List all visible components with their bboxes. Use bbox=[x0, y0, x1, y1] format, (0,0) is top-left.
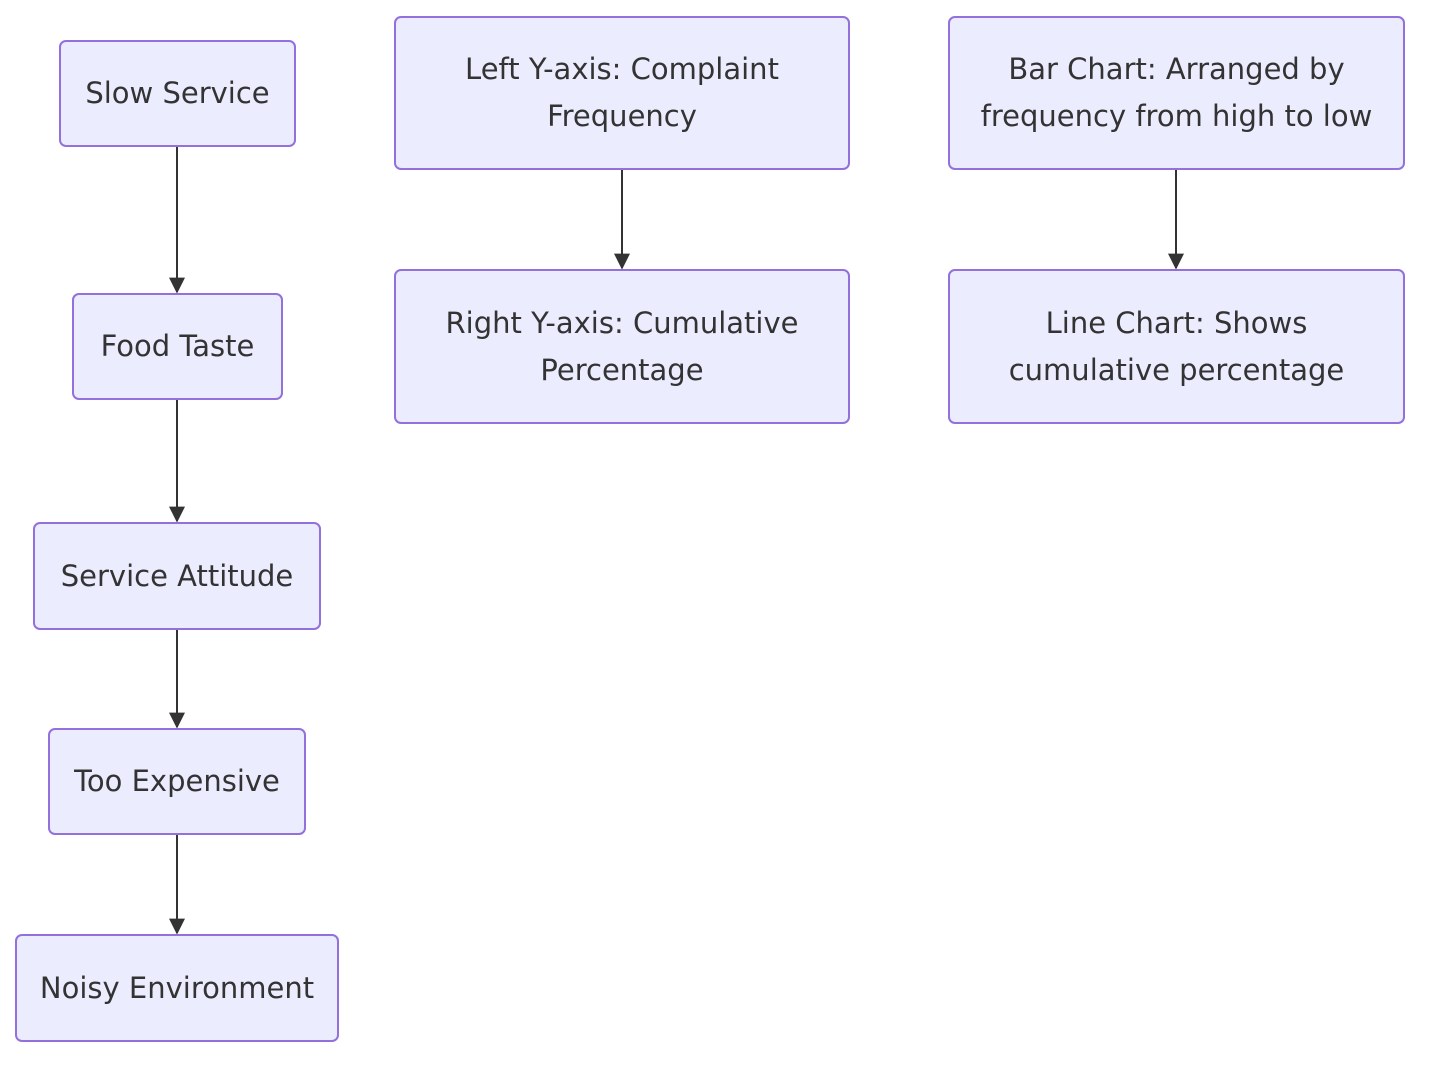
node-service-attitude[interactable]: Service Attitude bbox=[33, 522, 321, 630]
node-left-y-axis[interactable]: Left Y-axis: Complaint Frequency bbox=[394, 16, 850, 170]
node-food-taste-label: Food Taste bbox=[100, 329, 255, 363]
node-left-y-axis-label: Left Y-axis: Complaint Frequency bbox=[465, 52, 779, 133]
node-bar-chart-label: Bar Chart: Arranged by frequency from hi… bbox=[980, 52, 1373, 133]
node-noisy-environment[interactable]: Noisy Environment bbox=[15, 934, 339, 1042]
node-line-chart-label: Line Chart: Shows cumulative percentage bbox=[1008, 305, 1345, 387]
node-slow-service-label: Slow Service bbox=[85, 76, 270, 110]
node-too-expensive-label: Too Expensive bbox=[74, 764, 280, 798]
node-line-chart[interactable]: Line Chart: Shows cumulative percentage bbox=[948, 269, 1405, 424]
node-bar-chart[interactable]: Bar Chart: Arranged by frequency from hi… bbox=[948, 16, 1405, 170]
node-service-attitude-label: Service Attitude bbox=[60, 558, 294, 593]
node-slow-service[interactable]: Slow Service bbox=[59, 40, 296, 147]
node-right-y-axis[interactable]: Right Y-axis: Cumulative Percentage bbox=[394, 269, 850, 424]
node-right-y-axis-label: Right Y-axis: Cumulative Percentage bbox=[445, 305, 799, 387]
node-food-taste[interactable]: Food Taste bbox=[72, 293, 283, 400]
node-too-expensive[interactable]: Too Expensive bbox=[48, 728, 306, 835]
node-noisy-environment-label: Noisy Environment bbox=[39, 970, 315, 1005]
